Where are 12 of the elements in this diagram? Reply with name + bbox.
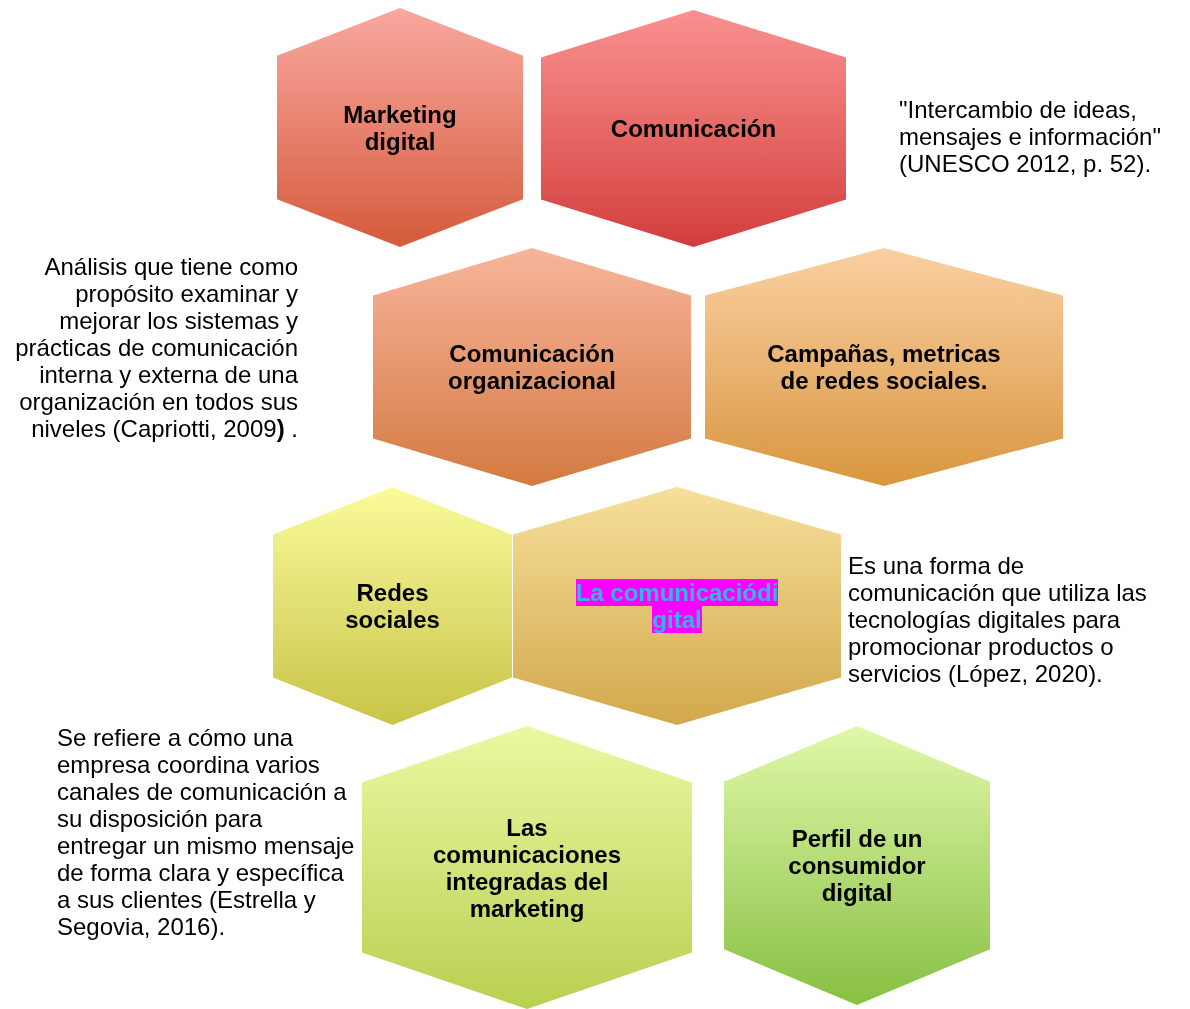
hexagon-label: Comunicación organizacional — [446, 340, 617, 394]
hexagon-label: Redes sociales — [344, 579, 441, 633]
annotation-text: Es una forma de comunicación que utiliza las tecnologías digitales para promocionar productos o servicios (López, 2020). — [848, 552, 1148, 687]
hexagon-label: La comunicaciódigital — [574, 579, 780, 633]
hexagon-label: Las comunicaciones integradas del marketing — [431, 813, 623, 922]
hexagon-label: Marketing digital — [342, 100, 458, 155]
hexagon-label: Comunicación — [609, 115, 778, 142]
hexagon-label: Perfil de un consumidor digital — [787, 825, 927, 906]
hexagon-label: Campañas, metricas de redes sociales. — [766, 340, 1002, 394]
annotation-text: Se refiere a cómo una empresa coordina varios canales de comunicación a su disposición para entregar un mismo mensaje de forma clara y específica a sus clientes (Estrella y Segovia, 2016). — [57, 724, 356, 940]
annotation-text: Análisis que tiene como propósito examinar y mejorar los sistemas y prácticas de comunicación interna y externa de una organización en todos sus niveles (Capriotti, 2009) . — [14, 253, 298, 442]
annotation-text: "Intercambio de ideas, mensajes e información" (UNESCO 2012, p. 52). — [899, 96, 1162, 177]
